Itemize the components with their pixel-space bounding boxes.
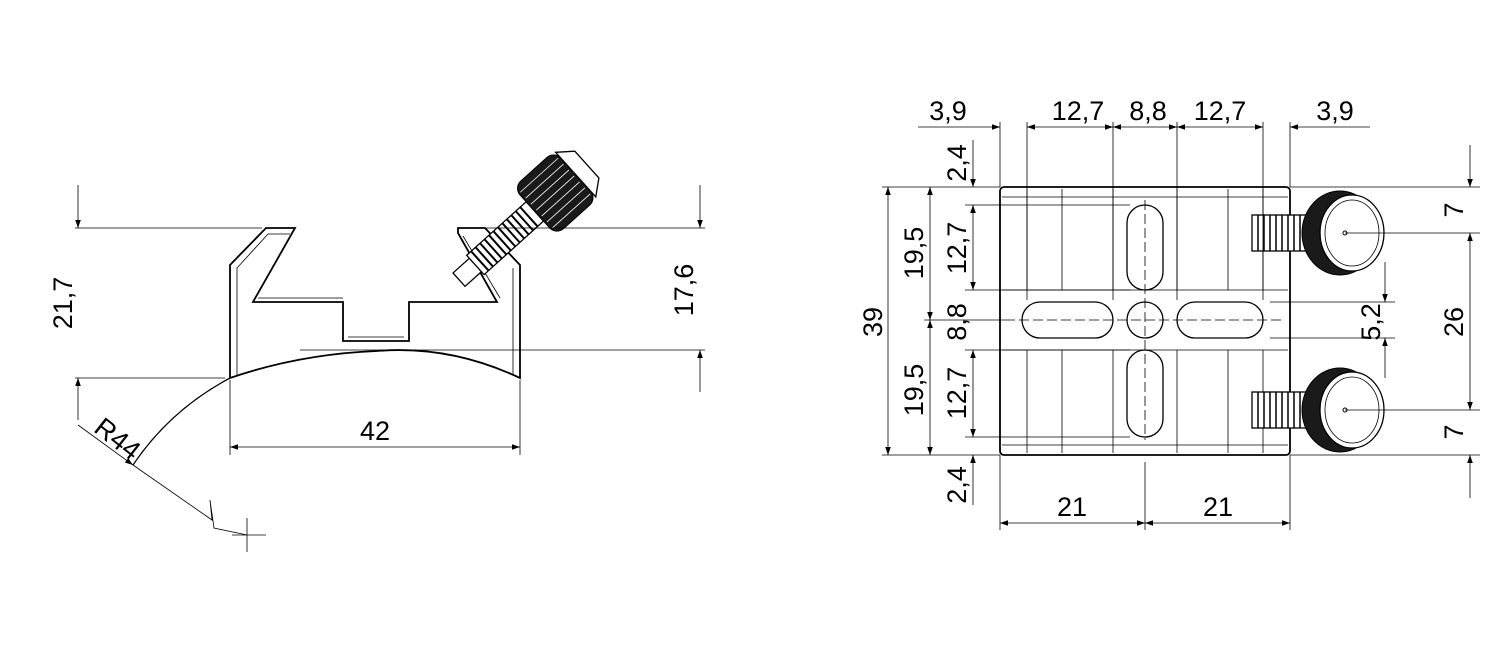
dim-right-top: 7 [1439, 202, 1469, 217]
clamp-profile [229, 227, 521, 380]
dim-width: 42 [360, 416, 390, 446]
dim-right-bottom: 7 [1439, 424, 1469, 439]
dim-top-1: 3,9 [929, 96, 967, 126]
top-view-dimension-lines [882, 122, 1480, 530]
dim-top-5: 3,9 [1316, 96, 1354, 126]
dim-top-3: 8,8 [1129, 96, 1167, 126]
dim-edge-top: 2,4 [942, 144, 972, 182]
dim-half-height-top: 19,5 [899, 227, 929, 280]
thumb-screw-bottom [1251, 367, 1385, 453]
dim-bottom-left: 21 [1057, 492, 1087, 522]
dim-overall-height: 39 [858, 307, 888, 337]
side-view: 21,7 17,6 42 R44 [48, 150, 705, 552]
dimension-lines [75, 185, 705, 552]
dim-half-height-bottom: 19,5 [899, 364, 929, 417]
dim-inner-height: 17,6 [669, 264, 699, 317]
dim-total-height: 21,7 [48, 277, 78, 330]
top-view: 3,9 12,7 8,8 12,7 3,9 39 19,5 19,5 12,7 … [858, 96, 1480, 530]
dim-slot-top: 12,7 [942, 222, 972, 275]
radius-arc [132, 377, 231, 466]
dim-top-4: 12,7 [1194, 96, 1247, 126]
dim-edge-bottom: 2,4 [942, 466, 972, 504]
thumb-screw [452, 150, 600, 288]
dim-slot-width: 5,2 [1356, 303, 1386, 341]
dim-center-band: 8,8 [942, 303, 972, 341]
dim-top-2: 12,7 [1052, 96, 1105, 126]
dim-slot-bottom: 12,7 [942, 367, 972, 420]
dim-right-middle: 26 [1439, 307, 1469, 337]
dim-bottom-right: 21 [1203, 492, 1233, 522]
